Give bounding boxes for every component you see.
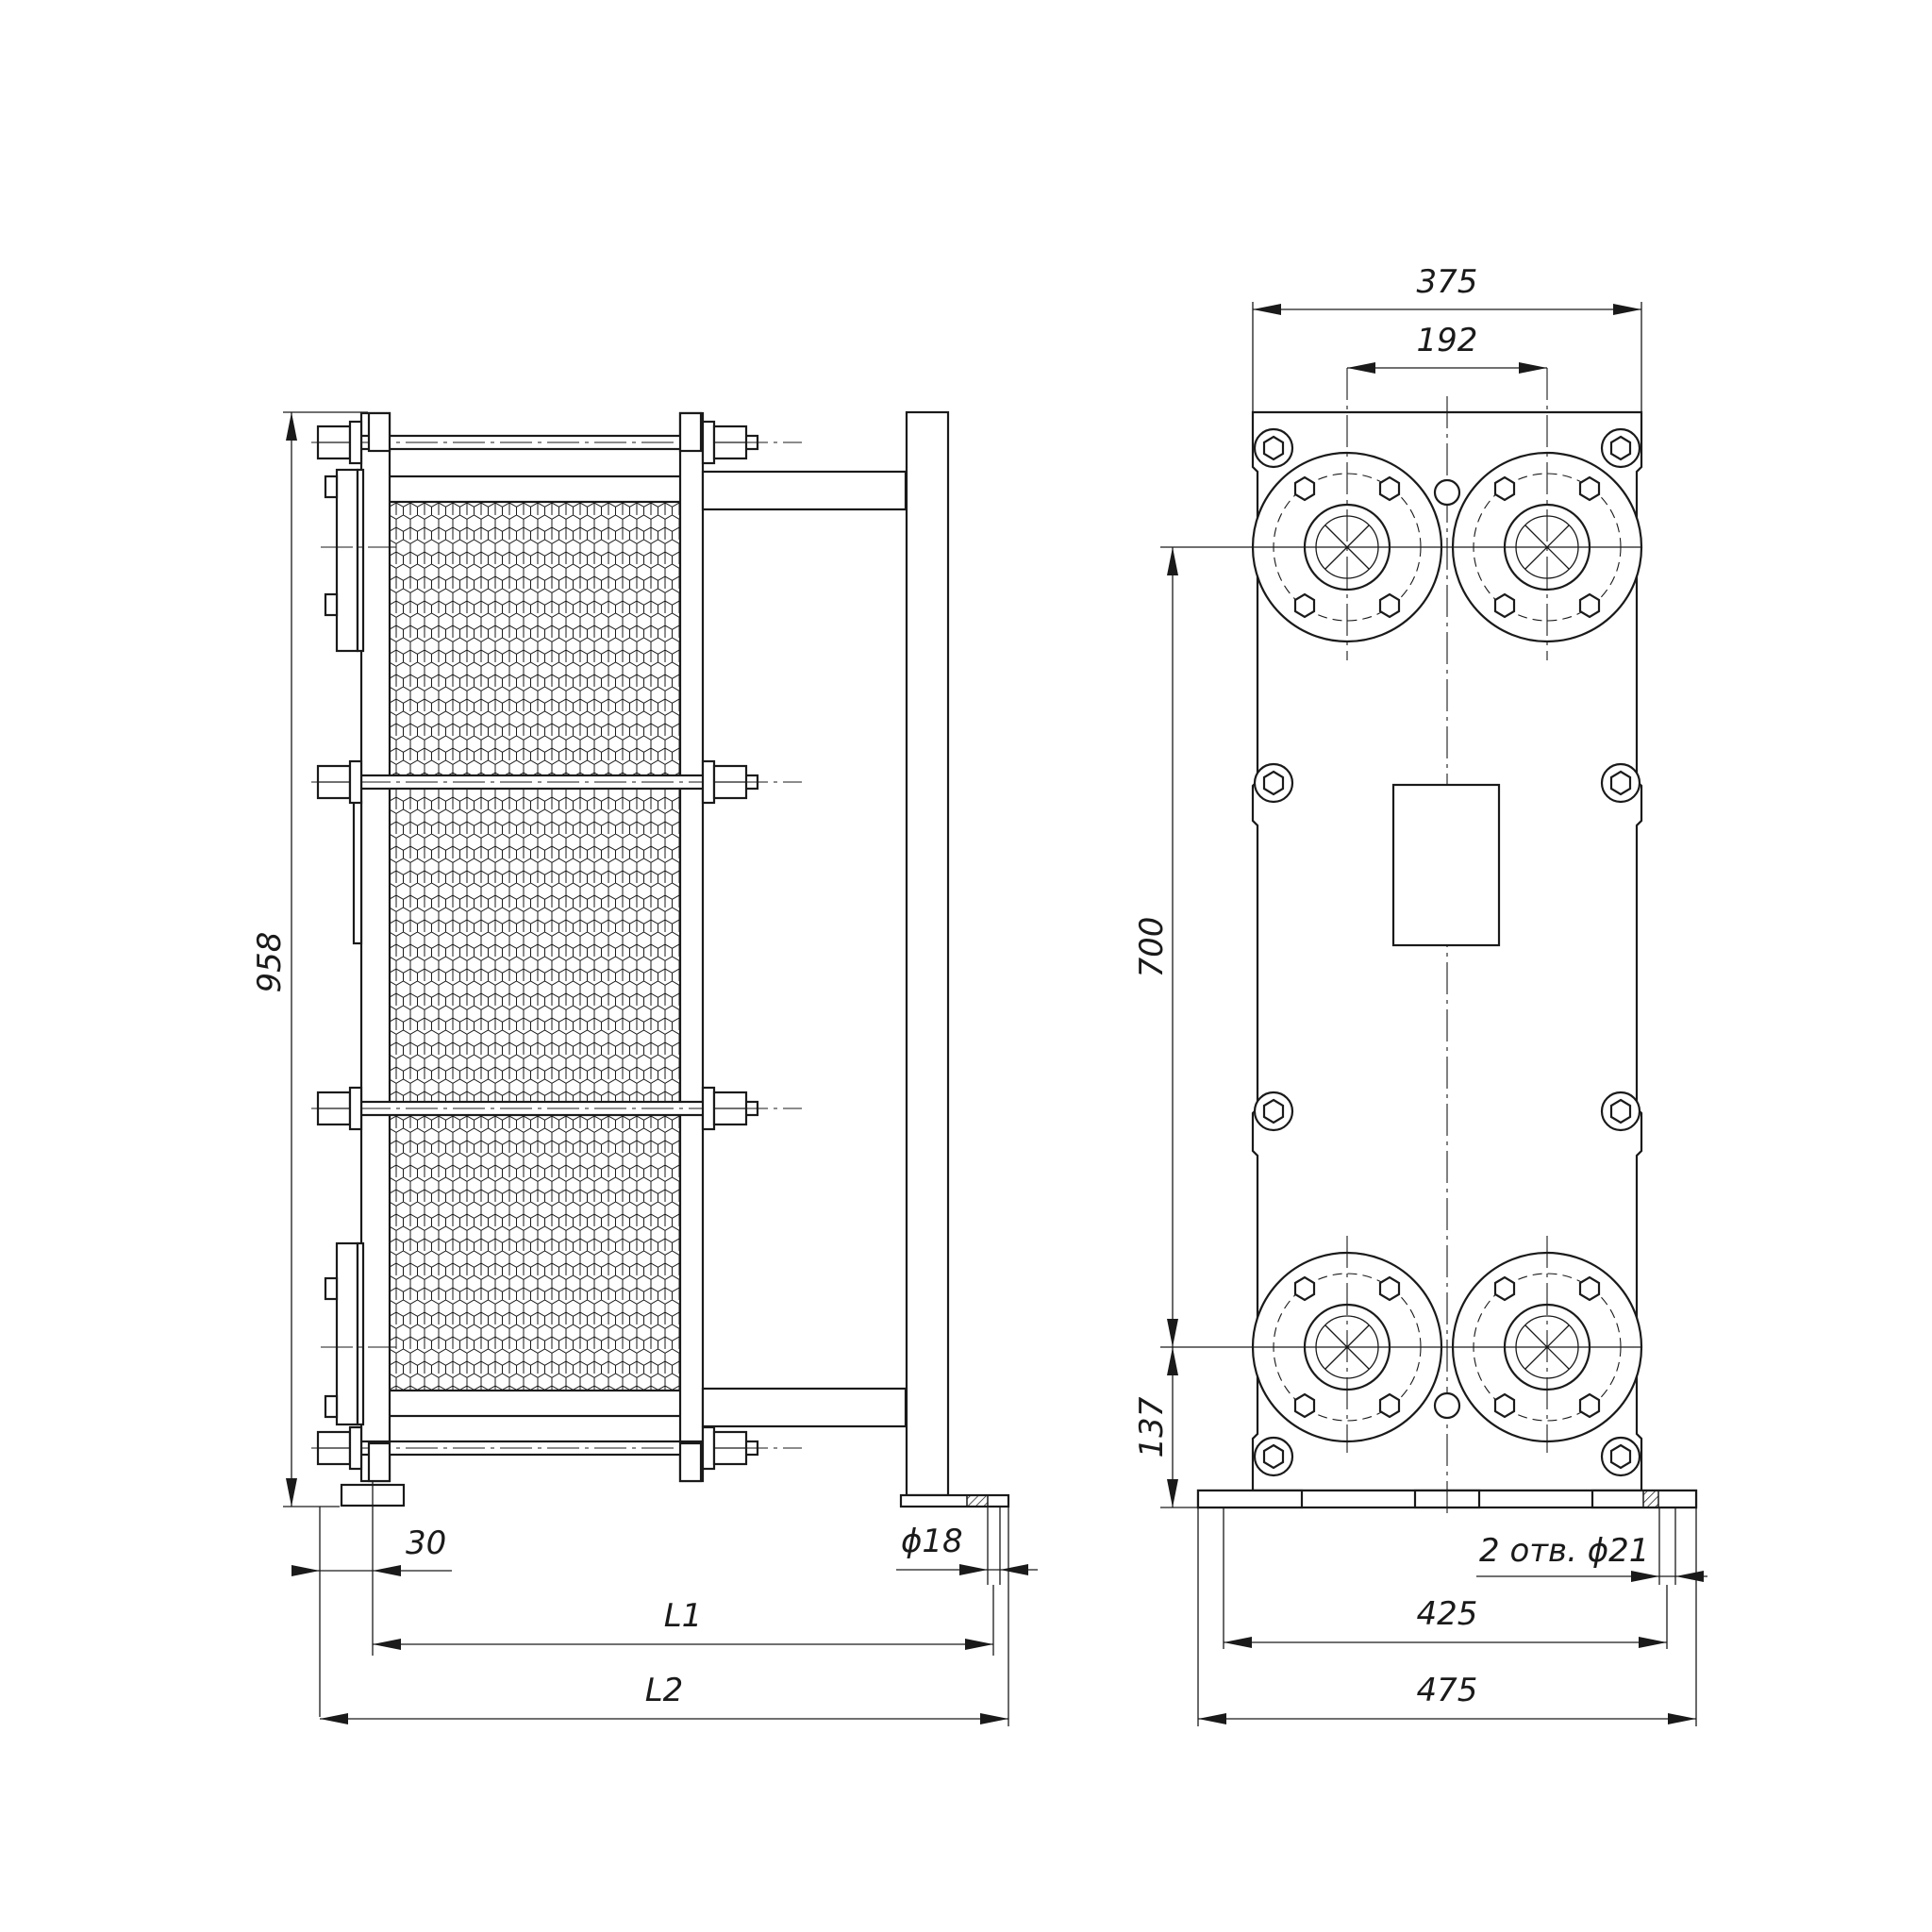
dim-holes-label: 2 отв. ϕ21: [1479, 1532, 1649, 1570]
dim-holes: 2 отв. ϕ21: [1476, 1507, 1707, 1585]
plate-pack: [388, 501, 682, 1391]
flange-bolt-2: [324, 592, 339, 617]
dim-height: 958: [251, 411, 368, 1507]
dim-port-spacing-label: 192: [1417, 322, 1478, 359]
dim-base-width-label: 475: [1417, 1672, 1478, 1709]
fixed-frame-plate: [359, 411, 391, 1483]
dim-hole-dia: ϕ18: [896, 1507, 1038, 1585]
dim-base-width: 475: [1197, 1507, 1697, 1726]
lower-guide-bar: [701, 1387, 908, 1428]
column-foot-hatch: [966, 1494, 989, 1507]
spacer-lower: [387, 1389, 683, 1418]
dim-length-2: L2: [320, 1507, 1009, 1726]
front-view: 375 192 700 137: [1133, 263, 1707, 1726]
nuts-right: [701, 420, 748, 1471]
foot-right-hatch: [1642, 1490, 1659, 1508]
dim-height-label: 958: [251, 932, 289, 993]
dim-port-vertical-label: 700: [1133, 917, 1171, 978]
dim-foot-spacing: 425: [1223, 1507, 1668, 1649]
spacer-upper: [387, 475, 683, 504]
flange-bolt-1: [324, 475, 339, 499]
dim-port-bottom-label: 137: [1133, 1396, 1171, 1457]
pressure-plate: [678, 411, 705, 1483]
flange-upper-neck: [356, 468, 365, 653]
dim-frame-width-label: 375: [1417, 263, 1478, 301]
flange-lower: [335, 1241, 359, 1426]
upper-guide-bar: [701, 470, 908, 511]
dim-length-1-label: L1: [664, 1597, 703, 1635]
flange-bolt-4: [324, 1394, 339, 1419]
dim-port-bottom: 137: [1133, 1347, 1198, 1508]
dim-length-1: L1: [373, 1585, 994, 1656]
side-view: 958 30 ϕ18 L1: [251, 410, 1038, 1726]
dim-length-2-label: L2: [645, 1672, 684, 1709]
flange-middle-strip: [352, 800, 363, 945]
flange-upper: [335, 468, 359, 653]
flange-bolt-3: [324, 1276, 339, 1301]
dim-port-vertical: 700: [1133, 547, 1178, 1347]
dim-hole-dia-label: ϕ18: [901, 1523, 963, 1560]
dim-port-spacing: 192: [1347, 322, 1547, 374]
support-column: [905, 410, 950, 1497]
flange-lower-neck: [356, 1241, 365, 1426]
dim-foot-spacing-label: 425: [1417, 1595, 1478, 1633]
frame-bolts: [1253, 427, 1641, 1477]
column-foot: [899, 1493, 1010, 1508]
nameplate: [1391, 783, 1501, 947]
foot-left: [1196, 1489, 1304, 1509]
nuts-left: [316, 420, 363, 1471]
dim-frame-width: 375: [1252, 263, 1642, 412]
dim-left-offset-label: 30: [406, 1524, 446, 1562]
dim-left-offset: 30: [291, 1507, 452, 1717]
